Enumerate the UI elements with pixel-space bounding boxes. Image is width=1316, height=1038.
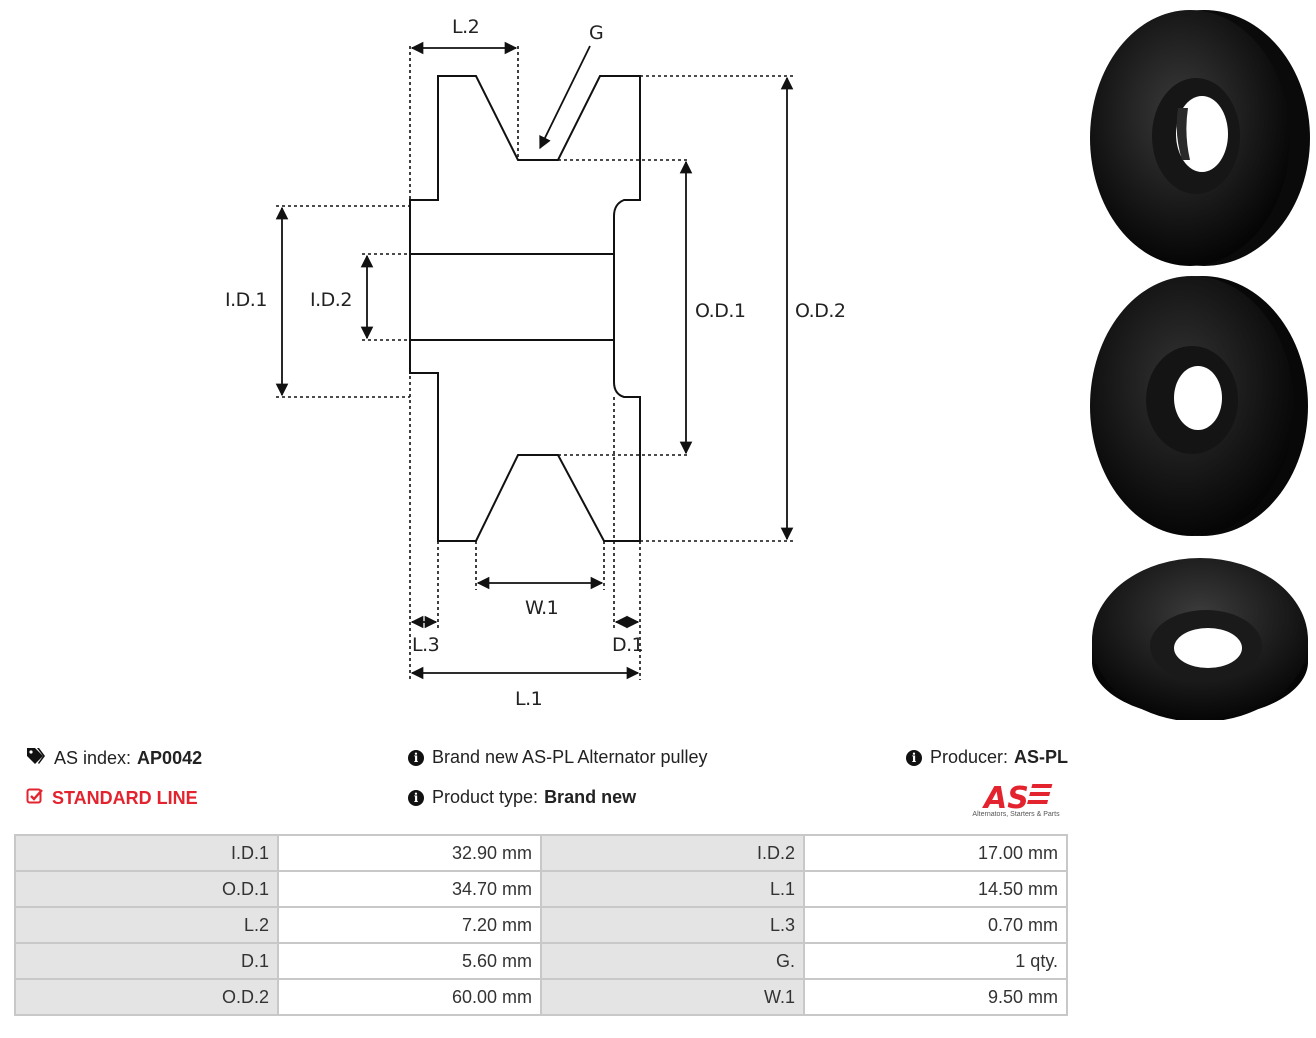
info-circle-icon: i <box>906 749 922 766</box>
product-type-value: Brand new <box>544 787 637 807</box>
description-text: Brand new AS-PL Alternator pulley <box>432 747 708 767</box>
tags-icon <box>26 747 46 770</box>
label-od1: O.D.1 <box>695 300 745 322</box>
label-l2: L.2 <box>452 16 479 38</box>
spec-value: 34.70 mm <box>277 870 542 908</box>
info-circle-icon: i <box>408 749 424 766</box>
producer-label: Producer: <box>930 747 1009 767</box>
extension-lines <box>276 46 795 680</box>
spec-label: I.D.2 <box>540 834 805 872</box>
spec-label: O.D.2 <box>14 978 279 1016</box>
label-w1: W.1 <box>525 597 558 619</box>
table-row: I.D.1 32.90 mm I.D.2 17.00 mm <box>14 834 1068 872</box>
table-row: O.D.1 34.70 mm L.1 14.50 mm <box>14 870 1068 908</box>
label-d1: D.1 <box>612 634 643 656</box>
spec-value: 0.70 mm <box>803 906 1068 944</box>
spec-value: 9.50 mm <box>803 978 1068 1016</box>
spec-label: W.1 <box>540 978 805 1016</box>
producer: i Producer: AS-PL <box>906 747 1068 768</box>
producer-value: AS-PL <box>1014 747 1069 767</box>
info-circle-icon: i <box>408 789 424 806</box>
product-photo-angle <box>1090 10 1310 266</box>
product-type-label: Product type: <box>432 787 539 807</box>
product-photo-side <box>1092 558 1308 720</box>
spec-label: L.3 <box>540 906 805 944</box>
spec-label: L.2 <box>14 906 279 944</box>
product-photo-front <box>1090 276 1308 536</box>
logo-text: AS <box>982 781 1029 816</box>
spec-value: 1 qty. <box>803 942 1068 980</box>
description: i Brand new AS-PL Alternator pulley <box>408 747 708 768</box>
spec-value: 32.90 mm <box>277 834 542 872</box>
check-square-icon <box>26 787 44 810</box>
label-g: G <box>589 22 603 44</box>
spec-value: 14.50 mm <box>803 870 1068 908</box>
table-row: D.1 5.60 mm G. 1 qty. <box>14 942 1068 980</box>
spec-value: 60.00 mm <box>277 978 542 1016</box>
as-pl-logo: AS <box>982 781 1053 816</box>
spec-label: G. <box>540 942 805 980</box>
spec-label: O.D.1 <box>14 870 279 908</box>
logo-tagline: Alternators, Starters & Parts <box>972 811 1060 818</box>
product-type: i Product type: Brand new <box>408 787 636 808</box>
dimension-arrows <box>275 41 794 680</box>
as-index-label: AS index: <box>54 748 132 768</box>
pulley-dimension-drawing: L.2 G I.D.1 I.D.2 O.D.1 O.D.2 W.1 L.3 D.… <box>225 16 846 710</box>
label-od2: O.D.2 <box>795 300 845 322</box>
spec-value: 17.00 mm <box>803 834 1068 872</box>
spec-value: 5.60 mm <box>277 942 542 980</box>
spec-label: D.1 <box>14 942 279 980</box>
label-l3: L.3 <box>412 634 439 656</box>
standard-line: STANDARD LINE <box>26 787 198 810</box>
as-index: AS index: AP0042 <box>26 747 202 770</box>
label-id2: I.D.2 <box>310 289 352 311</box>
label-id1: I.D.1 <box>225 289 267 311</box>
spec-label: L.1 <box>540 870 805 908</box>
standard-line-label: STANDARD LINE <box>52 788 198 808</box>
table-row: L.2 7.20 mm L.3 0.70 mm <box>14 906 1068 944</box>
table-row: O.D.2 60.00 mm W.1 9.50 mm <box>14 978 1068 1016</box>
as-index-value: AP0042 <box>137 748 203 768</box>
pulley-outline <box>409 75 641 542</box>
spec-label: I.D.1 <box>14 834 279 872</box>
specs-table: I.D.1 32.90 mm I.D.2 17.00 mm O.D.1 34.7… <box>14 834 1068 1016</box>
label-l1: L.1 <box>515 688 542 710</box>
spec-value: 7.20 mm <box>277 906 542 944</box>
